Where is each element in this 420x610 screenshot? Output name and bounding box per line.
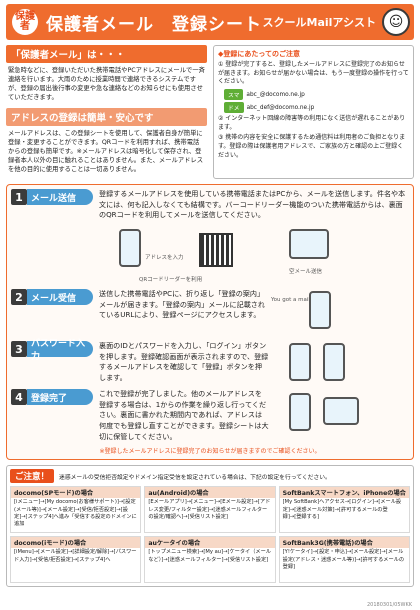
computer-icon (289, 229, 329, 260)
carrier-box-softbank-smart: SoftBankスマートフォン、iPhoneの場合 [My SoftBank]へ… (278, 486, 410, 534)
step-number: 1 (11, 189, 27, 206)
top-section: 「保護者メール」は・・・ 緊急時などに、登録いただいた携帯電話やPCアドレスにメ… (6, 45, 414, 180)
step-2-header: 2 メール受信 (11, 289, 93, 337)
carrier-intro: 迷惑メールの受信拒否設定やドメイン指定受信を設定されている場合は、下記の設定を行… (59, 474, 331, 481)
step-number: 2 (11, 289, 27, 306)
step-1: 1 メール送信 登録するメールアドレスを使用している携帯電話またはPCから、メー… (11, 189, 409, 285)
domain-address-1: abc_@docomo.ne.jp (246, 91, 305, 98)
carrier-instructions: [Eメールアプリ]→[メニュー]→[Eメール設定]→[アドレス変更/フィルター設… (148, 499, 271, 520)
footer-code: 20180301/05WKK (367, 602, 412, 608)
mascot-icon: ☺ (382, 8, 410, 36)
steps-note: ※登録したメールアドレスに登録完了のお知らせが届きますのでご確認ください。 (99, 448, 321, 456)
step-1-header: 1 メール送信 (11, 189, 93, 285)
step-text: これで登録が完了しました。他のメールアドレスを登録する場合は、1からの作業を繰り… (99, 389, 269, 441)
step-3-header: 3 パスワード入力 (11, 339, 93, 385)
carrier-header: ご注意！ 迷惑メールの受信拒否設定やドメイン指定受信を設定されている場合は、下記… (10, 469, 410, 484)
notice-text-2: ② インターネット回線の障害等の利用になく送信が遅れることがあります。 (217, 115, 406, 131)
domain-tag-1: スマ (223, 89, 244, 101)
notice-heading: ◆登録にあたってのご注意 (217, 50, 301, 58)
step-text: 裏面のIDとパスワードを入力し、「ログイン」ボタンを押します。登録確認画面が表示… (99, 341, 269, 382)
step-2-body: 送信した携帯電話やPCに、折り返し「登録の案内」メールが届きます。「登録の案内」… (93, 289, 409, 337)
intro-text: 緊急時などに、登録いただいた携帯電話やPCアドレスにメールで一斉連絡を行います。… (8, 67, 205, 102)
notice-text-3: ③ 携帯の内容を安全に保護するため通信料は利用者のご負担となります。登録の際は保… (217, 134, 406, 159)
caption-got-mail: You got a mail (271, 297, 310, 304)
carrier-box-au-keitai: auケータイの場合 [トップメニュー検索]→[My au]→[ケータイ（メールな… (144, 536, 276, 584)
guardian-badge: 保護者 (12, 9, 38, 35)
carrier-box-docomo-sp: docomo(SPモード)の場合 [iメニュー]→[My docomo(お客様サ… (10, 486, 142, 534)
step-1-body: 登録するメールアドレスを使用している携帯電話またはPCから、メールを送信します。… (93, 189, 409, 285)
steps-section: 1 メール送信 登録するメールアドレスを使用している携帯電話またはPCから、メー… (6, 184, 414, 461)
mail-phone-icon (309, 291, 331, 330)
carrier-title: au(Android)の場合 (145, 487, 275, 499)
step-2: 2 メール受信 送信した携帯電話やPCに、折り返し「登録の案内」メールが届きます… (11, 289, 409, 337)
step-text: 送信した携帯電話やPCに、折り返し「登録の案内」メールが届きます。「登録の案内」… (99, 289, 265, 320)
domain-tag-2: ドメ (223, 102, 244, 114)
caption-empty-mail: 空メール送信 (289, 269, 323, 276)
carrier-box-softbank-3g: SoftBank3G(携帯電話)の場合 [Y!ケータイ]→[設定・申込]→[メー… (278, 536, 410, 584)
easy-registration-text: メールアドレスは、この登録シートを使用して、保護者自身が簡単に登録・変更すること… (8, 129, 204, 174)
step-label: メール送信 (27, 189, 93, 206)
confirm-phone-icon (323, 343, 345, 382)
intro-column: 「保護者メール」は・・・ 緊急時などに、登録いただいた携帯電話やPCアドレスにメ… (6, 45, 207, 179)
caption-address: アドレスを入力 (145, 255, 184, 262)
step-3-body: 裏面のIDとパスワードを入力し、「ログイン」ボタンを押します。登録確認画面が表示… (93, 341, 409, 385)
carrier-title: SoftBankスマートフォン、iPhoneの場合 (279, 487, 409, 499)
carrier-instructions: [iMenu]→[メール設定]→[詳細設定/解除]→[パスワード入力]→[受信/… (14, 549, 137, 563)
page-title: 保護者メール 登録シート (46, 14, 262, 35)
carrier-box-docomo-i: docomo(iモード)の場合 [iMenu]→[メール設定]→[詳細設定/解除… (10, 536, 142, 584)
step-label: メール受信 (27, 289, 93, 306)
step-number: 3 (11, 341, 27, 358)
brand-name: スクールMailアシスト (262, 16, 376, 29)
step-1-illustration: アドレスを入力 QRコードリーダーを利用 空メール送信 (99, 223, 409, 285)
carrier-instructions: [iメニュー]→[My docomo(お客様サポート)]→[設定(メール等)]→… (14, 499, 137, 528)
step-2-illustration: You got a mail (269, 289, 409, 337)
carrier-instructions: [My SoftBank]へアクセス→[ログイン]→[メール設定]→[迷惑メール… (282, 499, 402, 520)
caption-qr: QRコードリーダーを利用 (139, 277, 203, 284)
caution-tag: ご注意！ (10, 469, 55, 484)
step-3: 3 パスワード入力 裏面のIDとパスワードを入力し、「ログイン」ボタンを押します… (11, 339, 409, 385)
carrier-title: auケータイの場合 (145, 537, 275, 549)
complete-phone-icon (289, 393, 311, 432)
carrier-instructions: [トップメニュー検索]→[My au]→[ケータイ（メールなど）]→[迷惑メール… (148, 549, 271, 563)
carrier-title: SoftBank3G(携帯電話)の場合 (279, 537, 409, 549)
header-banner: 保護者 保護者メール 登録シート スクールMailアシスト ☺ (6, 4, 414, 40)
carrier-box-au-android: au(Android)の場合 [Eメールアプリ]→[メニュー]→[Eメール設定]… (144, 486, 276, 534)
domain-example-1: スマ abc_@docomo.ne.jp (223, 89, 409, 101)
step-number: 4 (11, 389, 27, 406)
step-4-illustration (269, 389, 409, 439)
intro-heading: 「保護者メール」は・・・ (6, 45, 207, 63)
domain-address-2: abc_def@docomo.ne.jp (246, 104, 315, 111)
domain-example-2: ドメ abc_def@docomo.ne.jp (223, 102, 409, 114)
carrier-settings: ご注意！ 迷惑メールの受信拒否設定やドメイン指定受信を設定されている場合は、下記… (6, 465, 414, 588)
step-4-body: これで登録が完了しました。他のメールアドレスを登録する場合は、1からの作業を繰り… (93, 389, 409, 442)
carrier-grid: docomo(SPモード)の場合 [iメニュー]→[My docomo(お客様サ… (10, 486, 410, 584)
notice-text-1: ① 登録が完了すると、登録したメールアドレスに登録完了のお知らせが届きます。お知… (217, 61, 409, 86)
step-4-header: 4 登録完了 (11, 389, 93, 442)
carrier-title: docomo(iモード)の場合 (11, 537, 141, 549)
phone-icon (119, 229, 141, 268)
step-label: パスワード入力 (27, 339, 93, 362)
step-4: 4 登録完了 これで登録が完了しました。他のメールアドレスを登録する場合は、1か… (11, 389, 409, 442)
qr-code-icon (199, 233, 233, 268)
carrier-instructions: [Y!ケータイ]→[設定・申込]→[メール設定]→[メール設定(アドレス・迷惑メ… (282, 549, 405, 570)
carrier-title: docomo(SPモード)の場合 (11, 487, 141, 499)
notice-box: ◆登録にあたってのご注意 ① 登録が完了すると、登録したメールアドレスに登録完了… (212, 45, 414, 180)
step-label: 登録完了 (27, 389, 93, 406)
login-phone-icon (289, 343, 311, 382)
easy-registration-heading: アドレスの登録は簡単・安心です (6, 107, 207, 126)
step-3-illustration (269, 341, 409, 385)
step-text: 登録するメールアドレスを使用している携帯電話またはPCから、メールを送信します。… (99, 189, 406, 220)
complete-computer-icon (323, 397, 359, 426)
